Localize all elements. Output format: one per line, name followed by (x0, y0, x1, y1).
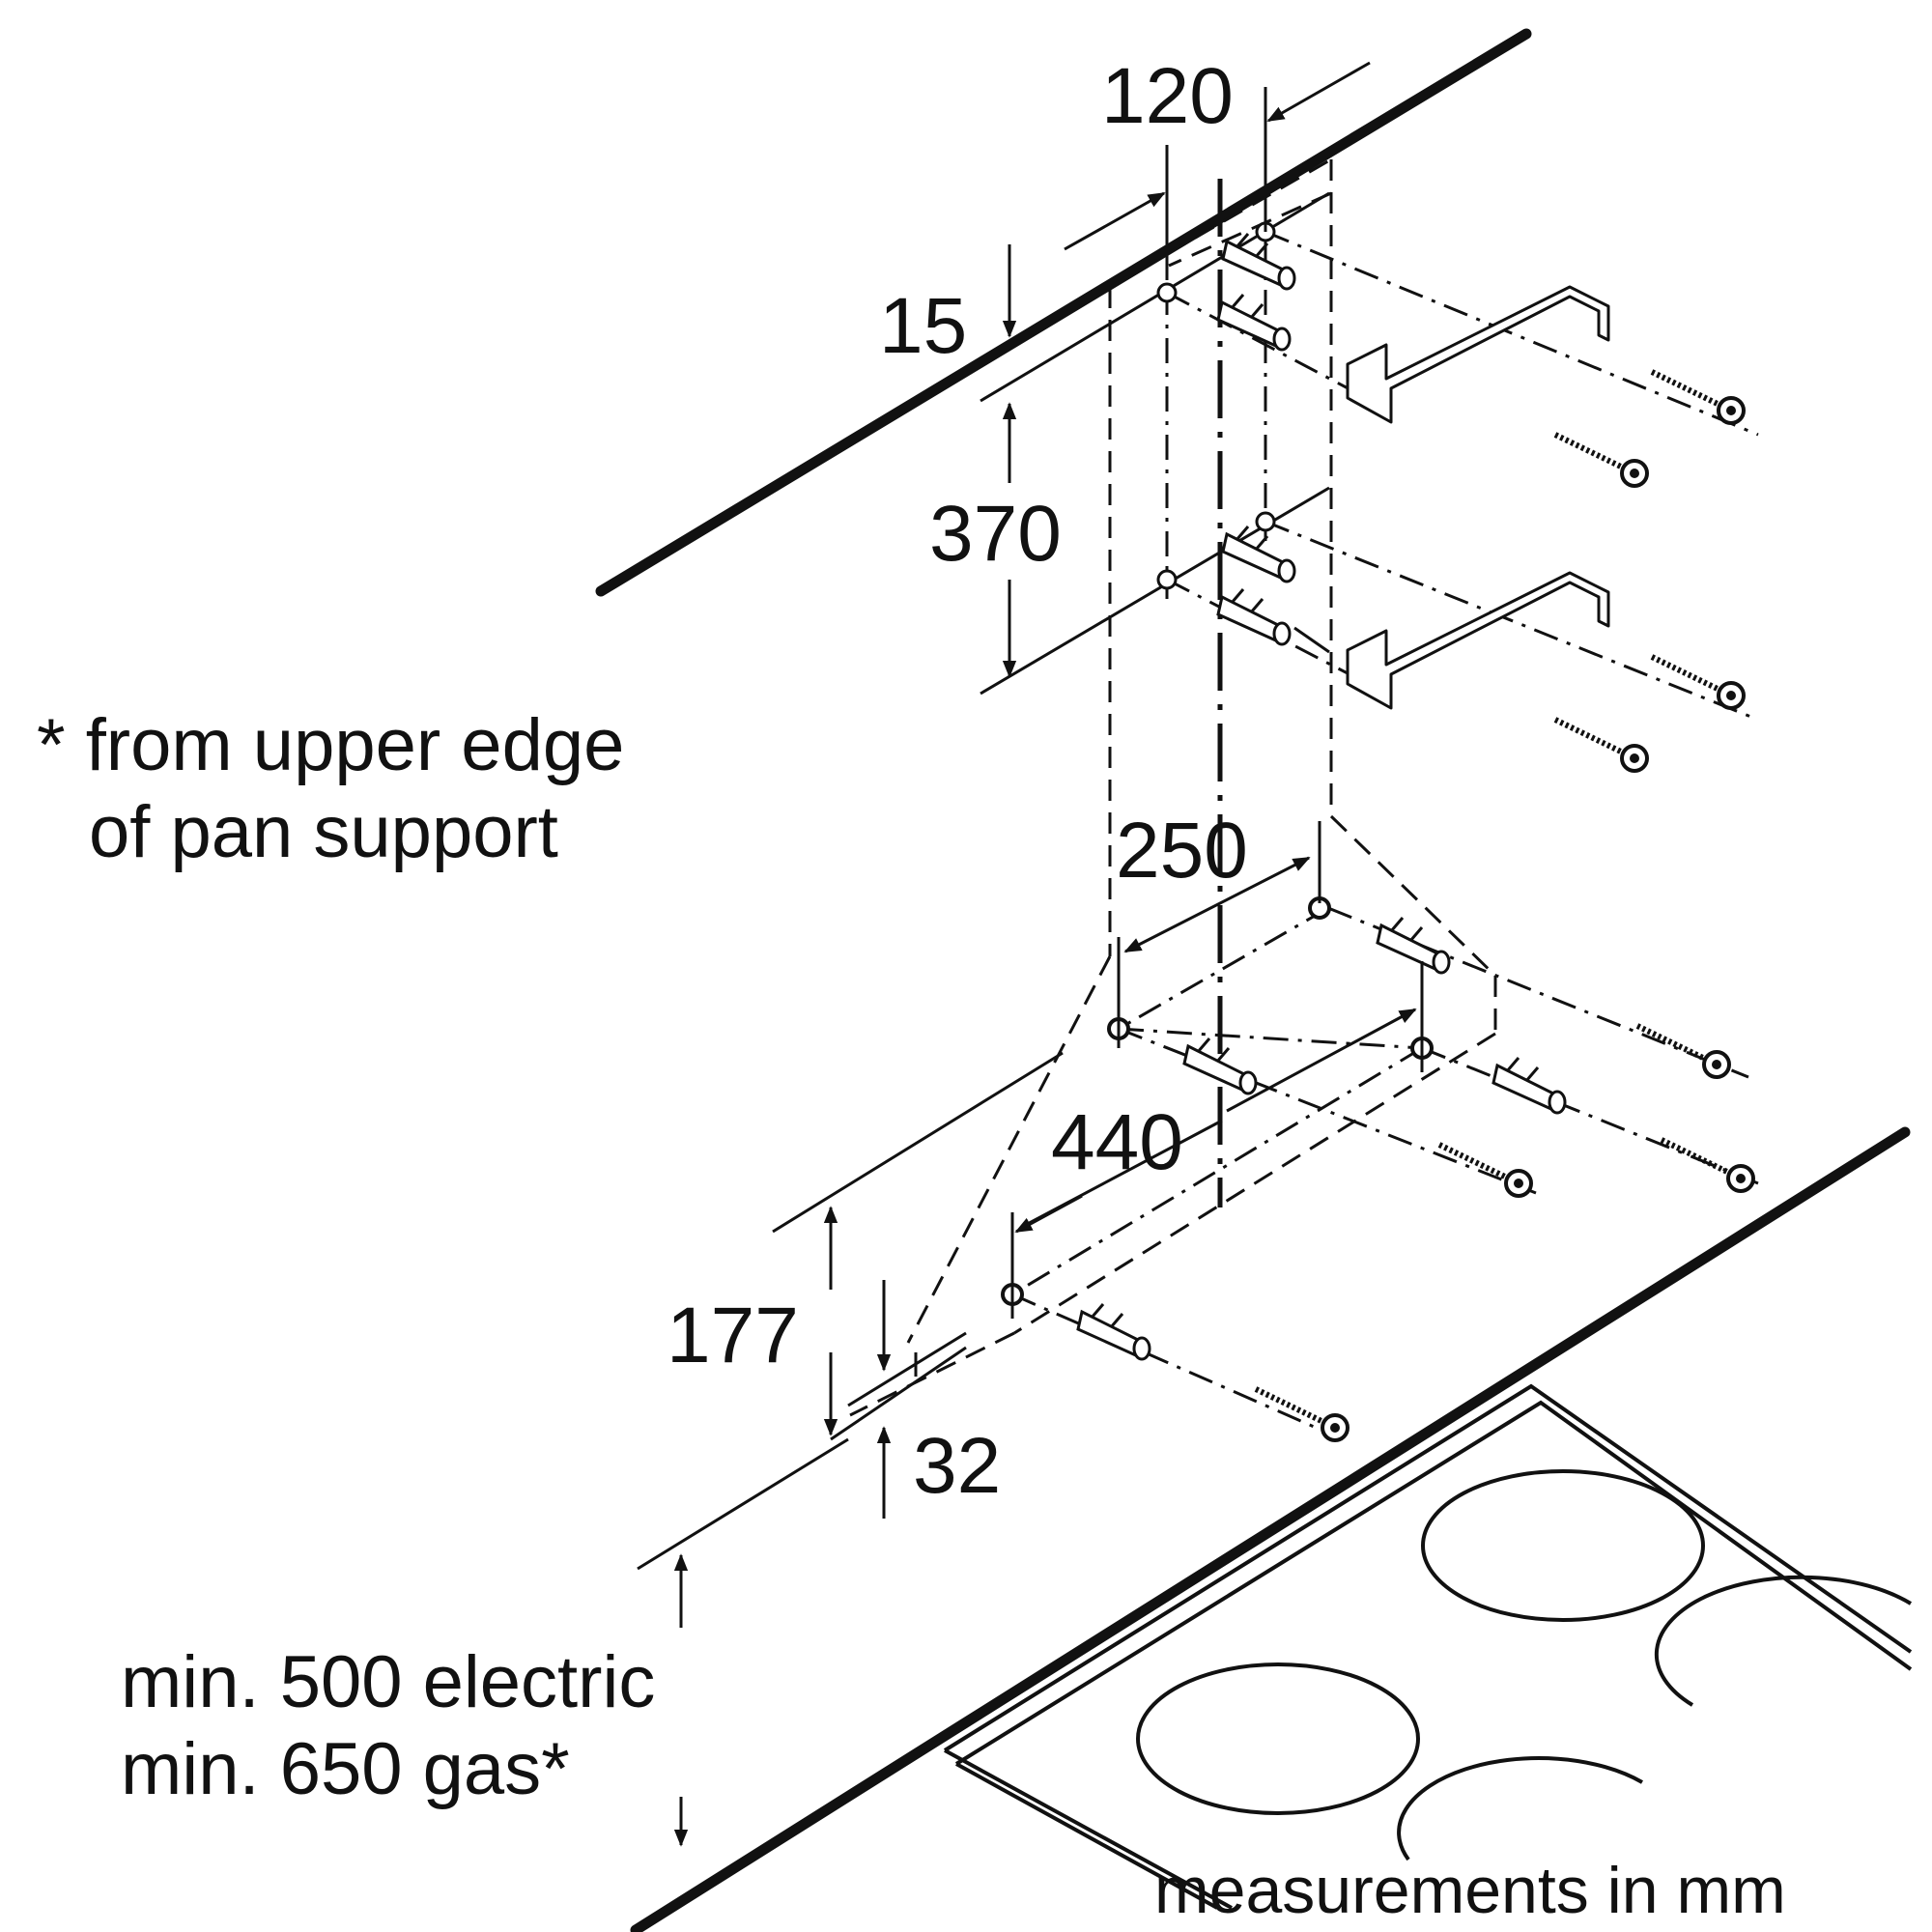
footnote-line-1: * from upper edge (37, 704, 624, 786)
bracket-upper (1346, 285, 1610, 424)
clearance-line-2: min. 650 gas* (121, 1728, 570, 1810)
dimension-120 (1064, 61, 1371, 280)
dimension-177 (772, 1051, 1064, 1441)
dimension-440 (1010, 961, 1424, 1319)
label-15: 15 (879, 282, 967, 370)
wall-plugs (1076, 232, 1567, 1361)
label-250: 250 (1116, 807, 1248, 895)
label-370: 370 (929, 490, 1062, 578)
label-440: 440 (1051, 1098, 1183, 1186)
footnote-line-2: of pan support (89, 791, 558, 873)
ref-line-top (980, 191, 1330, 403)
hob-burner-2 (1136, 1662, 1420, 1815)
hob (943, 1383, 1913, 1910)
hob-burner-3 (1654, 1575, 1913, 1707)
chimney-outline (849, 157, 1497, 1417)
label-32: 32 (913, 1422, 1001, 1510)
bracket-lower (1346, 571, 1610, 710)
units-note: measurements in mm (1154, 1854, 1786, 1927)
dimension-32 (847, 1280, 967, 1519)
lower-worktop-edge (630, 1126, 1911, 1932)
dimension-250 (1117, 821, 1321, 1048)
clearance-line-1: min. 500 electric (121, 1641, 655, 1723)
hob-burner-1 (1421, 1469, 1705, 1622)
label-177: 177 (667, 1292, 799, 1379)
label-120: 120 (1101, 52, 1234, 140)
upper-wall-edge (595, 28, 1532, 597)
hob-burner-4 (1397, 1756, 1644, 1861)
dimension-clearance (637, 1437, 849, 1847)
